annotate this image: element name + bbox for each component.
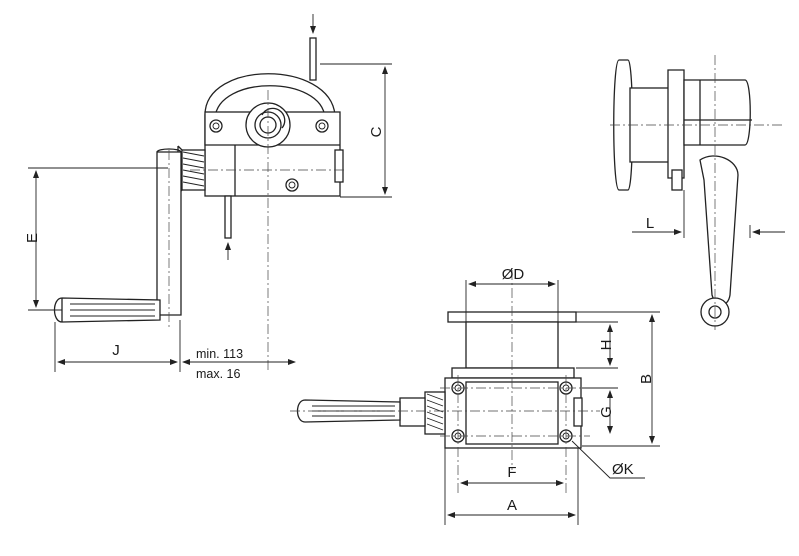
end-housing bbox=[683, 79, 751, 146]
end-crank bbox=[699, 155, 739, 306]
dim-label-e: E bbox=[24, 233, 41, 243]
dim-label-d: ØD bbox=[502, 266, 525, 283]
dim-label-h: H bbox=[598, 340, 615, 351]
note-max: max. 16 bbox=[196, 367, 241, 381]
dim-label-g: G bbox=[598, 406, 615, 418]
dim-label-k: ØK bbox=[612, 461, 634, 478]
side-view: C E J min. 113 max. 16 bbox=[24, 14, 392, 381]
dim-label-a: A bbox=[507, 497, 517, 514]
dim-label-j: J bbox=[112, 342, 120, 359]
crank-arm bbox=[156, 151, 182, 316]
dim-label-l: L bbox=[646, 215, 654, 232]
rope-bottom bbox=[224, 195, 232, 239]
note-min: min. 113 bbox=[196, 347, 243, 361]
end-view: L bbox=[610, 55, 785, 330]
thread-section-top bbox=[424, 391, 446, 435]
handle-grip bbox=[53, 297, 161, 323]
dim-label-c: C bbox=[368, 126, 385, 137]
dim-label-b: B bbox=[638, 374, 655, 384]
dim-label-f: F bbox=[507, 464, 516, 481]
rope-top bbox=[309, 37, 317, 81]
bolt-icon bbox=[209, 119, 329, 192]
housing-inner-arc bbox=[214, 85, 326, 119]
top-view: ØD H G B F A ØK bbox=[290, 266, 660, 525]
housing-boss bbox=[334, 149, 344, 183]
